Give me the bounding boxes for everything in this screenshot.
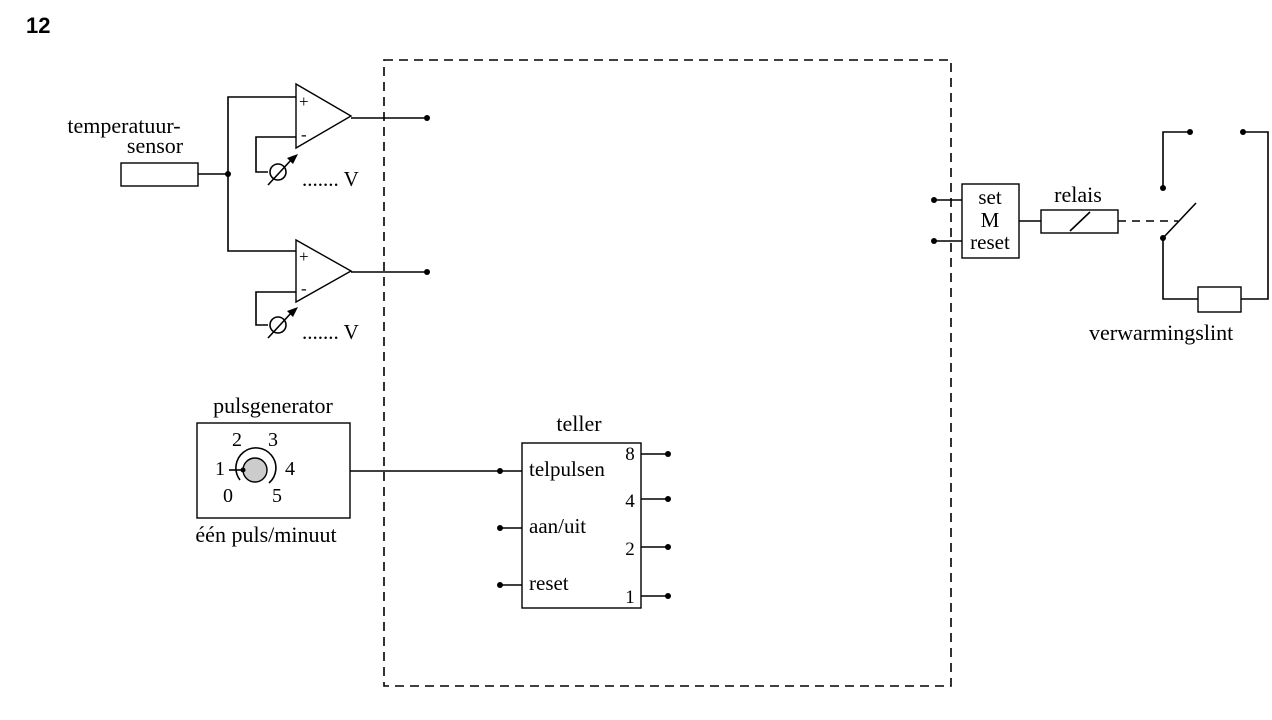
counter-title: teller: [556, 411, 602, 436]
comparator-1-adjustable-source-icon: [269, 163, 287, 181]
temperature-sensor: temperatuur- sensor: [67, 113, 199, 187]
memory-set-input-terminal: [931, 197, 937, 203]
supply-right-wire: [1241, 131, 1269, 300]
supply-terminal-left: [1187, 129, 1193, 135]
dial-number-0: 0: [223, 485, 233, 507]
comparator-2-minus: -: [301, 279, 307, 298]
counter-output-label-2: 2: [625, 539, 635, 560]
memory-cell: set M reset: [931, 183, 1020, 259]
comparator-2-arrow-head-icon: [287, 307, 298, 317]
dial-number-5: 5: [272, 485, 282, 507]
sensor-to-comparator2-wire: [227, 174, 296, 252]
dial-number-3: 3: [268, 429, 278, 451]
dial-knob-icon: [242, 457, 268, 483]
pulse-generator-body: [196, 422, 351, 519]
dial-pointer-tip: [240, 467, 246, 473]
dial-number-1: 1: [215, 458, 225, 480]
comparator-1-voltage-label: ....... V: [302, 167, 359, 191]
relay-coil-slash: [1069, 211, 1091, 232]
dial-number-2: 2: [232, 429, 242, 451]
relay-label: relais: [1054, 182, 1102, 207]
comparator-1-triangle: [295, 82, 353, 150]
dial-scale-arc: [235, 447, 277, 484]
counter-input-label-aan-uit: aan/uit: [529, 514, 586, 538]
counter-output-label-4: 4: [625, 491, 635, 512]
counter-output-terminal-4: [665, 496, 671, 502]
memory-reset-input-terminal: [931, 238, 937, 244]
comparator-2-adjust-arrow: [267, 311, 293, 339]
counter-output-terminal-1: [665, 593, 671, 599]
sensor-label-line2: sensor: [127, 133, 184, 158]
comparator-2-output-terminal: [424, 269, 430, 275]
comparator-2-adjustable-source-icon: [269, 316, 287, 334]
counter-input-label-telpulsen: telpulsen: [529, 457, 605, 481]
memory-set-label: set: [978, 185, 1001, 209]
counter-input-label-reset: reset: [529, 571, 569, 595]
comparator-1-minus: -: [301, 125, 307, 144]
pulse-generator: pulsgenerator 0 1 2 3 4 5 één puls/minuu…: [195, 393, 351, 547]
counter-body: [521, 442, 642, 609]
switch-upper-left-wire: [1162, 131, 1190, 188]
heater-element: [1197, 286, 1242, 313]
comparator-1: + - ....... V: [255, 82, 430, 191]
switch-to-heater-wire: [1162, 238, 1198, 300]
counter-output-label-1: 1: [625, 587, 635, 608]
comparator-1-output-terminal: [424, 115, 430, 121]
memory-reset-label: reset: [970, 230, 1010, 254]
sensor-body: [120, 162, 199, 187]
counter-output-label-8: 8: [625, 444, 635, 465]
counter-output-terminal-2: [665, 544, 671, 550]
dial-number-4: 4: [285, 458, 295, 480]
comparator-1-reference-wire: [255, 136, 296, 173]
pulse-generator-title: pulsgenerator: [213, 393, 333, 418]
comparator-2-triangle: [295, 238, 353, 304]
supply-terminal-right: [1240, 129, 1246, 135]
pulse-generator-caption: één puls/minuut: [195, 522, 336, 547]
comparator-2-plus: +: [299, 247, 309, 266]
comparator-2-voltage-label: ....... V: [302, 320, 359, 344]
processing-area-frame: [383, 59, 952, 687]
counter-input-terminal-telpulsen: [497, 468, 503, 474]
comparator-1-adjust-arrow: [267, 158, 293, 186]
switch-blade: [1162, 202, 1197, 239]
sensor-to-comparator1-wire: [227, 96, 296, 174]
memory-cell-body: [961, 183, 1020, 259]
counter-input-terminal-aan-uit: [497, 525, 503, 531]
comparator-1-plus: +: [299, 92, 309, 111]
heater-circuit: verwarmingslint: [1089, 129, 1269, 345]
sensor-label-line1: temperatuur-: [67, 113, 180, 138]
heater-label: verwarmingslint: [1089, 320, 1233, 345]
comparator-2: + - ....... V: [255, 238, 430, 344]
counter-output-terminal-8: [665, 451, 671, 457]
question-number: 12: [26, 13, 50, 38]
switch-contact-top: [1160, 185, 1166, 191]
comparator-1-arrow-head-icon: [287, 154, 298, 164]
counter-input-terminal-reset: [497, 582, 503, 588]
comparator-2-reference-wire: [255, 291, 296, 326]
relay: relais: [1040, 182, 1178, 234]
counter: teller telpulsen aan/uit reset 8 4 2 1: [497, 411, 671, 609]
memory-m-label: M: [981, 208, 1000, 232]
